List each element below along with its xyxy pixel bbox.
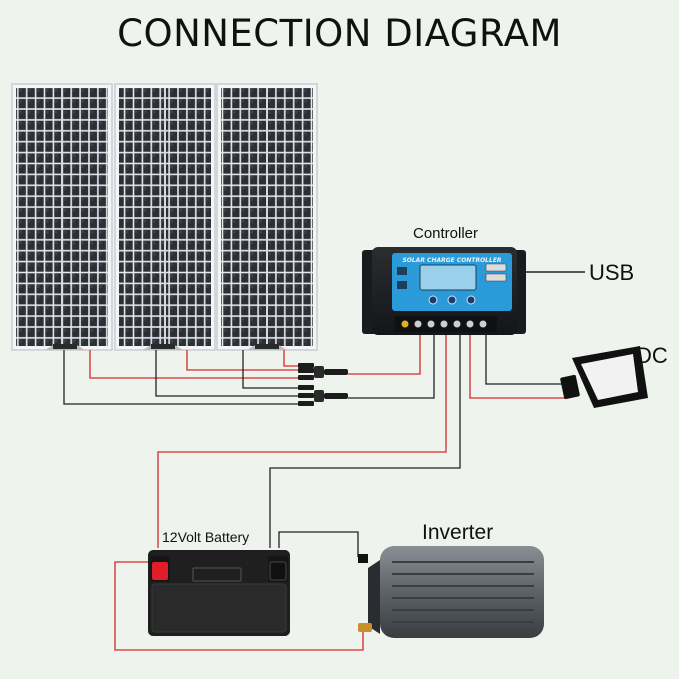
controller-label: Controller [413, 225, 479, 242]
mc4-connector-icon [298, 363, 348, 406]
inverter-label: Inverter [422, 521, 494, 544]
battery-icon [148, 550, 290, 636]
controller-banner: SOLAR CHARGE CONTROLLER [402, 257, 501, 264]
diagram-title: CONNECTION DIAGRAM [117, 12, 562, 55]
solar-panel-left [11, 83, 113, 351]
inverter-icon [358, 546, 544, 638]
usb-label: USB [589, 260, 635, 285]
solar-panel-middle [114, 83, 216, 351]
dc-label: DC [636, 343, 668, 368]
battery-label: 12Volt Battery [162, 529, 250, 545]
dc-lamp-icon [560, 346, 648, 408]
usb-port-icon [485, 263, 507, 282]
solar-panel-right [216, 83, 318, 351]
panel-wiring [63, 334, 435, 405]
charge-controller-icon: SOLAR CHARGE CONTROLLER [362, 247, 526, 335]
